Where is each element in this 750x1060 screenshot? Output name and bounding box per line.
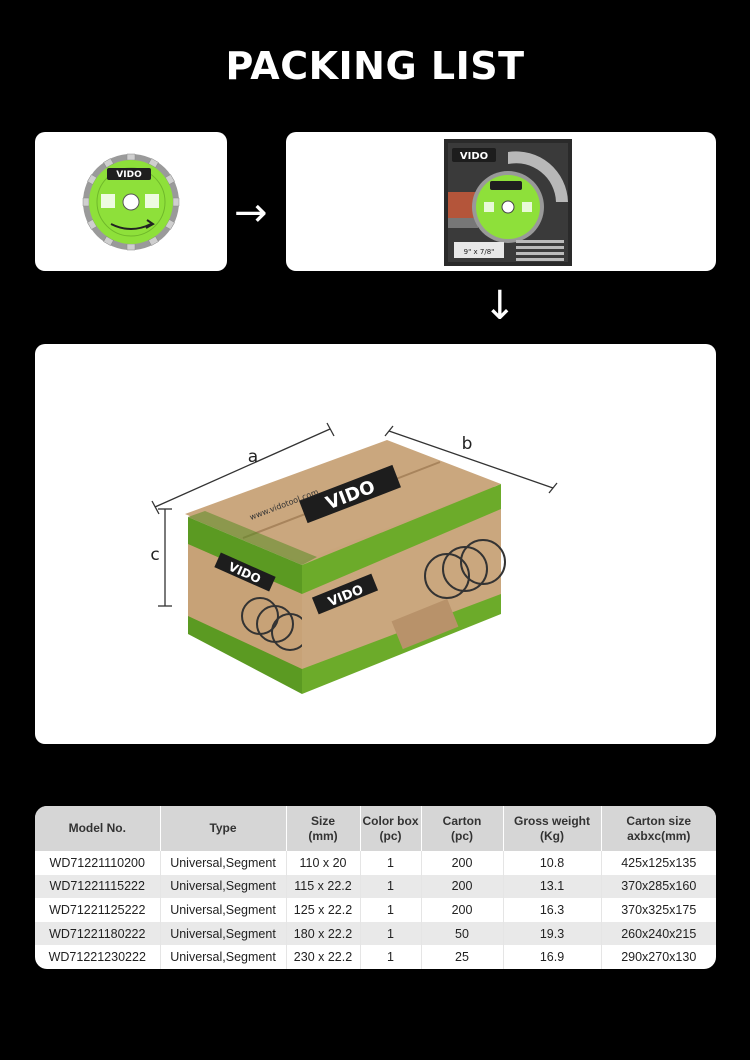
cell-gross-weight: 19.3	[503, 921, 602, 946]
header-model-no: Model No.	[35, 806, 161, 851]
table-header-row: Model No. Type Size (mm) Color box (pc) …	[35, 806, 716, 851]
table-row: WD71221115222 Universal,Segment 115 x 22…	[35, 874, 716, 899]
cell-type: Universal,Segment	[160, 851, 287, 875]
cell-color-box: 1	[360, 851, 422, 875]
blister-package-image: VIDO 9" x 7/8"	[444, 139, 572, 266]
cell-carton: 200	[421, 898, 504, 922]
cell-gross-weight: 16.3	[503, 898, 602, 922]
header-carton-size: Carton size axbxc(mm)	[601, 806, 716, 851]
cell-model: WD71221180222	[35, 921, 161, 946]
cell-carton-size: 370x285x160	[601, 874, 716, 899]
cell-color-box: 1	[360, 898, 422, 922]
cell-carton: 50	[421, 921, 504, 946]
cell-gross-weight: 10.8	[503, 851, 602, 875]
cell-type: Universal,Segment	[160, 945, 287, 969]
cell-model: WD71221125222	[35, 898, 161, 922]
cell-size: 180 x 22.2	[286, 921, 361, 946]
packing-table: Model No. Type Size (mm) Color box (pc) …	[35, 806, 716, 969]
dimension-b-label: b	[462, 434, 473, 454]
cell-carton: 200	[421, 851, 504, 875]
cell-model: WD71221110200	[35, 851, 161, 875]
svg-text:9" x 7/8": 9" x 7/8"	[464, 248, 495, 256]
cell-gross-weight: 16.9	[503, 945, 602, 969]
carton-card: a b c VIDO www.vidotool.com VIDO V	[35, 344, 716, 744]
cell-color-box: 1	[360, 945, 422, 969]
header-gross-weight: Gross weight (Kg)	[503, 806, 602, 851]
arrow-right-icon: →	[234, 190, 268, 236]
carton-box-image: a b c VIDO www.vidotool.com VIDO V	[150, 422, 558, 694]
table-row: WD71221230222 Universal,Segment 230 x 22…	[35, 945, 716, 969]
header-color-box: Color box (pc)	[360, 806, 422, 851]
page-title: PACKING LIST	[225, 44, 525, 88]
cell-gross-weight: 13.1	[503, 874, 602, 899]
cell-size: 230 x 22.2	[286, 945, 361, 969]
svg-text:VIDO: VIDO	[460, 151, 488, 162]
cell-size: 110 x 20	[286, 851, 361, 875]
arrow-down-icon: ↓	[483, 283, 517, 329]
table-row: WD71221125222 Universal,Segment 125 x 22…	[35, 898, 716, 922]
cell-size: 125 x 22.2	[286, 898, 361, 922]
cell-carton-size: 260x240x215	[601, 921, 716, 946]
header-type: Type	[160, 806, 287, 851]
cell-carton-size: 290x270x130	[621, 950, 697, 965]
table-row: WD71221180222 Universal,Segment 180 x 22…	[35, 921, 716, 946]
cell-carton: 25	[421, 945, 504, 969]
cell-carton: 200	[421, 874, 504, 899]
header-size: Size (mm)	[286, 806, 361, 851]
header-carton: Carton (pc)	[421, 806, 504, 851]
cell-color-box: 1	[360, 921, 422, 946]
svg-text:VIDO: VIDO	[116, 170, 142, 180]
cell-model: WD71221230222	[35, 945, 161, 969]
cell-type: Universal,Segment	[160, 898, 287, 922]
dimension-c-label: c	[150, 545, 159, 565]
cell-carton-size: 370x325x175	[621, 902, 697, 917]
blade-card: VIDO	[35, 132, 227, 271]
table-row: WD71221110200 Universal,Segment 110 x 20…	[35, 851, 716, 875]
cell-model: WD71221115222	[35, 874, 161, 899]
dimension-a-label: a	[248, 447, 258, 467]
cell-type: Universal,Segment	[160, 874, 287, 899]
saw-blade-image: VIDO	[82, 153, 180, 251]
cell-type: Universal,Segment	[160, 921, 287, 946]
cell-size: 115 x 22.2	[286, 874, 361, 899]
cell-color-box: 1	[360, 874, 422, 899]
cell-carton-size: 425x125x135	[621, 855, 697, 870]
package-card: VIDO 9" x 7/8"	[286, 132, 716, 271]
